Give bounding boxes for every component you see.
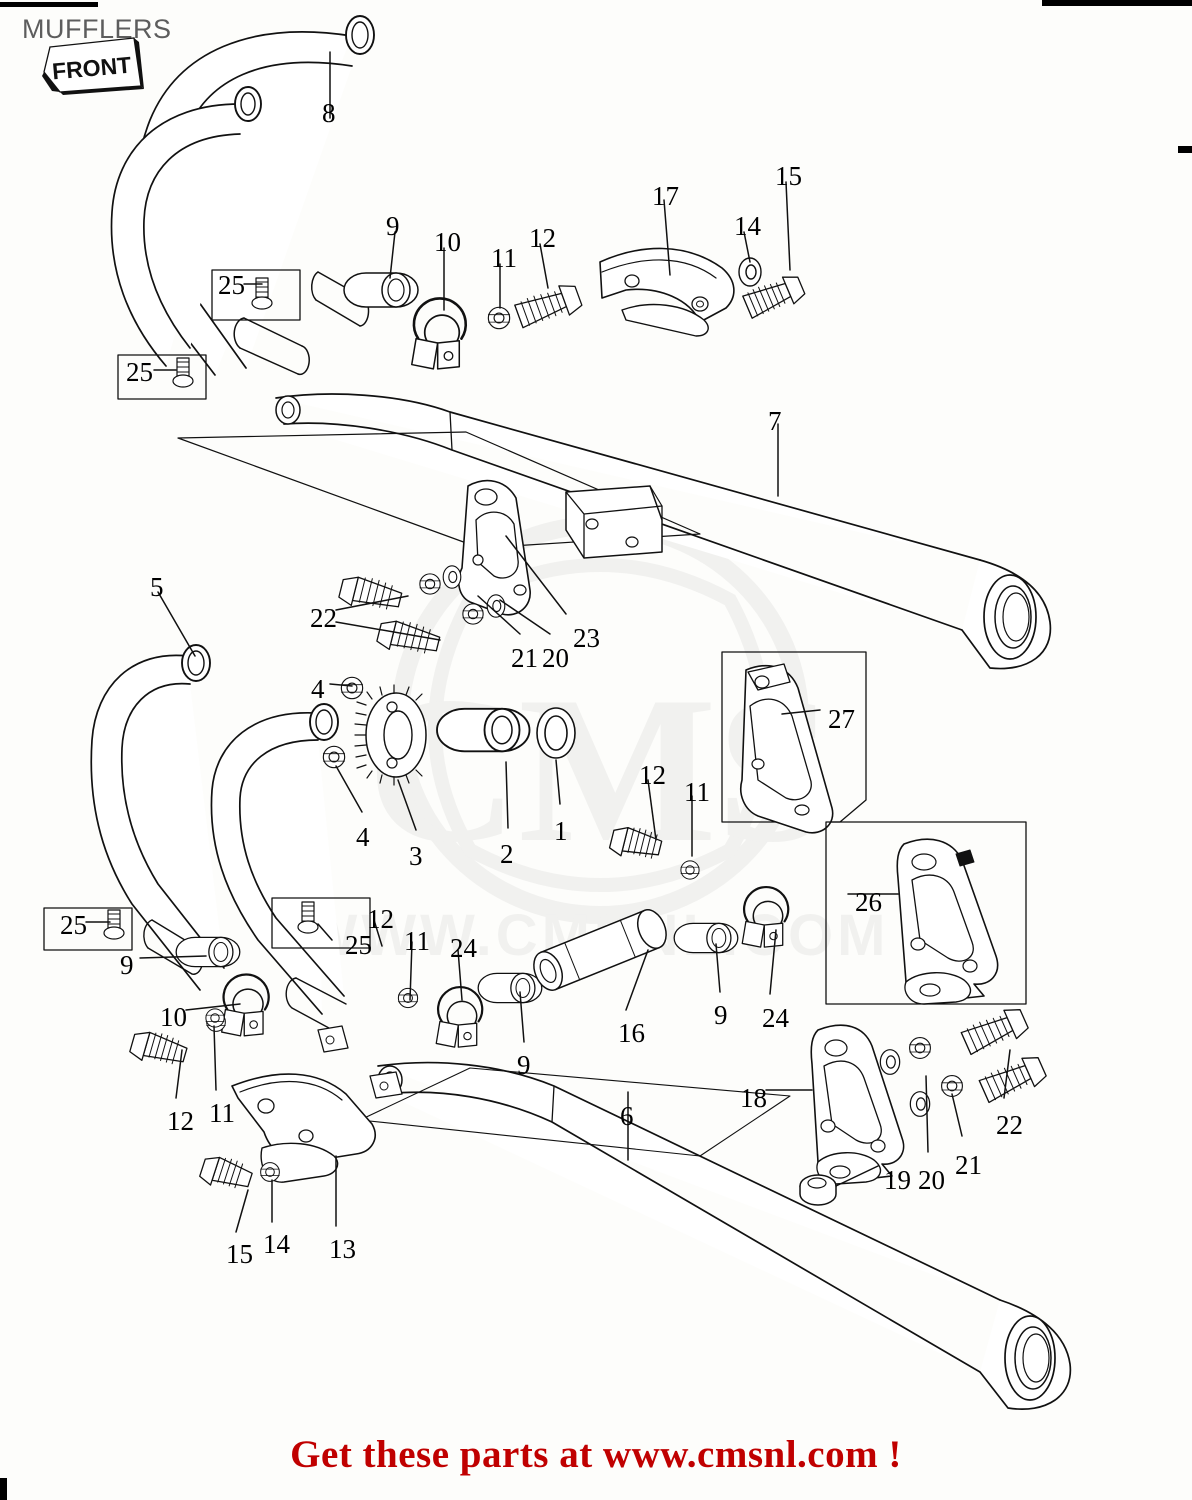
callout-19: 19 xyxy=(884,1165,911,1195)
callout-13: 13 xyxy=(329,1234,356,1264)
callout-12-mid: 12 xyxy=(639,760,666,790)
callout-25-mid: 25 xyxy=(345,930,372,960)
callout-14-top: 14 xyxy=(734,211,761,241)
callout-12-top: 12 xyxy=(529,223,556,253)
callout-25-left: 25 xyxy=(60,910,87,940)
callout-11-bottom: 11 xyxy=(209,1098,235,1128)
callout-24-left: 24 xyxy=(450,933,477,963)
callout-20-bottom: 20 xyxy=(918,1165,945,1195)
callout-21-bottom: 21 xyxy=(955,1150,982,1180)
callout-12-bottom: 12 xyxy=(167,1106,194,1136)
callout-12-mid2: 12 xyxy=(367,904,394,934)
callout-9-top: 9 xyxy=(386,211,400,241)
callout-15-top: 15 xyxy=(775,161,802,191)
callout-25-upper: 25 xyxy=(126,357,153,387)
callout-1: 1 xyxy=(554,816,568,846)
callout-2: 2 xyxy=(500,839,514,869)
callout-16: 16 xyxy=(618,1018,645,1048)
callout-21-upper: 21 xyxy=(511,643,538,673)
callout-6: 6 xyxy=(620,1101,634,1131)
callout-3: 3 xyxy=(409,841,423,871)
callout-18: 18 xyxy=(740,1083,767,1113)
callout-9-left: 9 xyxy=(120,950,134,980)
frame-mark-top-right xyxy=(1042,0,1192,6)
callout-8: 8 xyxy=(322,98,336,128)
callout-27: 27 xyxy=(828,704,855,734)
callout-22-upper: 22 xyxy=(310,603,337,633)
callout-20-upper: 20 xyxy=(542,643,569,673)
footer-promo-text: Get these parts at www.cmsnl.com ! xyxy=(290,1433,902,1476)
callout-7: 7 xyxy=(768,406,782,436)
callout-10-left: 10 xyxy=(160,1002,187,1032)
callout-4-upper: 4 xyxy=(311,674,325,704)
callout-5: 5 xyxy=(150,572,164,602)
callout-14-bottom: 14 xyxy=(263,1229,290,1259)
frame-mark-right xyxy=(1178,146,1192,153)
page-title: MUFFLERS xyxy=(22,14,172,44)
callout-17: 17 xyxy=(652,181,679,211)
callout-9-right: 9 xyxy=(714,1000,728,1030)
frame-mark-top-left xyxy=(0,2,98,7)
front-direction-badge: FRONT xyxy=(42,37,144,95)
callout-26: 26 xyxy=(855,887,882,917)
callout-11-top: 11 xyxy=(491,243,517,273)
callout-23: 23 xyxy=(573,623,600,653)
callout-22-bottom: 22 xyxy=(996,1110,1023,1140)
callout-10-top: 10 xyxy=(434,227,461,257)
callout-9-mid: 9 xyxy=(517,1050,531,1080)
callout-11-mid: 11 xyxy=(684,777,710,807)
callout-15-bottom: 15 xyxy=(226,1239,253,1269)
frame-mark-bottom-left xyxy=(0,1478,7,1500)
callout-24-right: 24 xyxy=(762,1003,789,1033)
callout-11-mid2: 11 xyxy=(404,926,430,956)
callout-25-top: 25 xyxy=(218,270,245,300)
callout-4-lower: 4 xyxy=(356,822,370,852)
